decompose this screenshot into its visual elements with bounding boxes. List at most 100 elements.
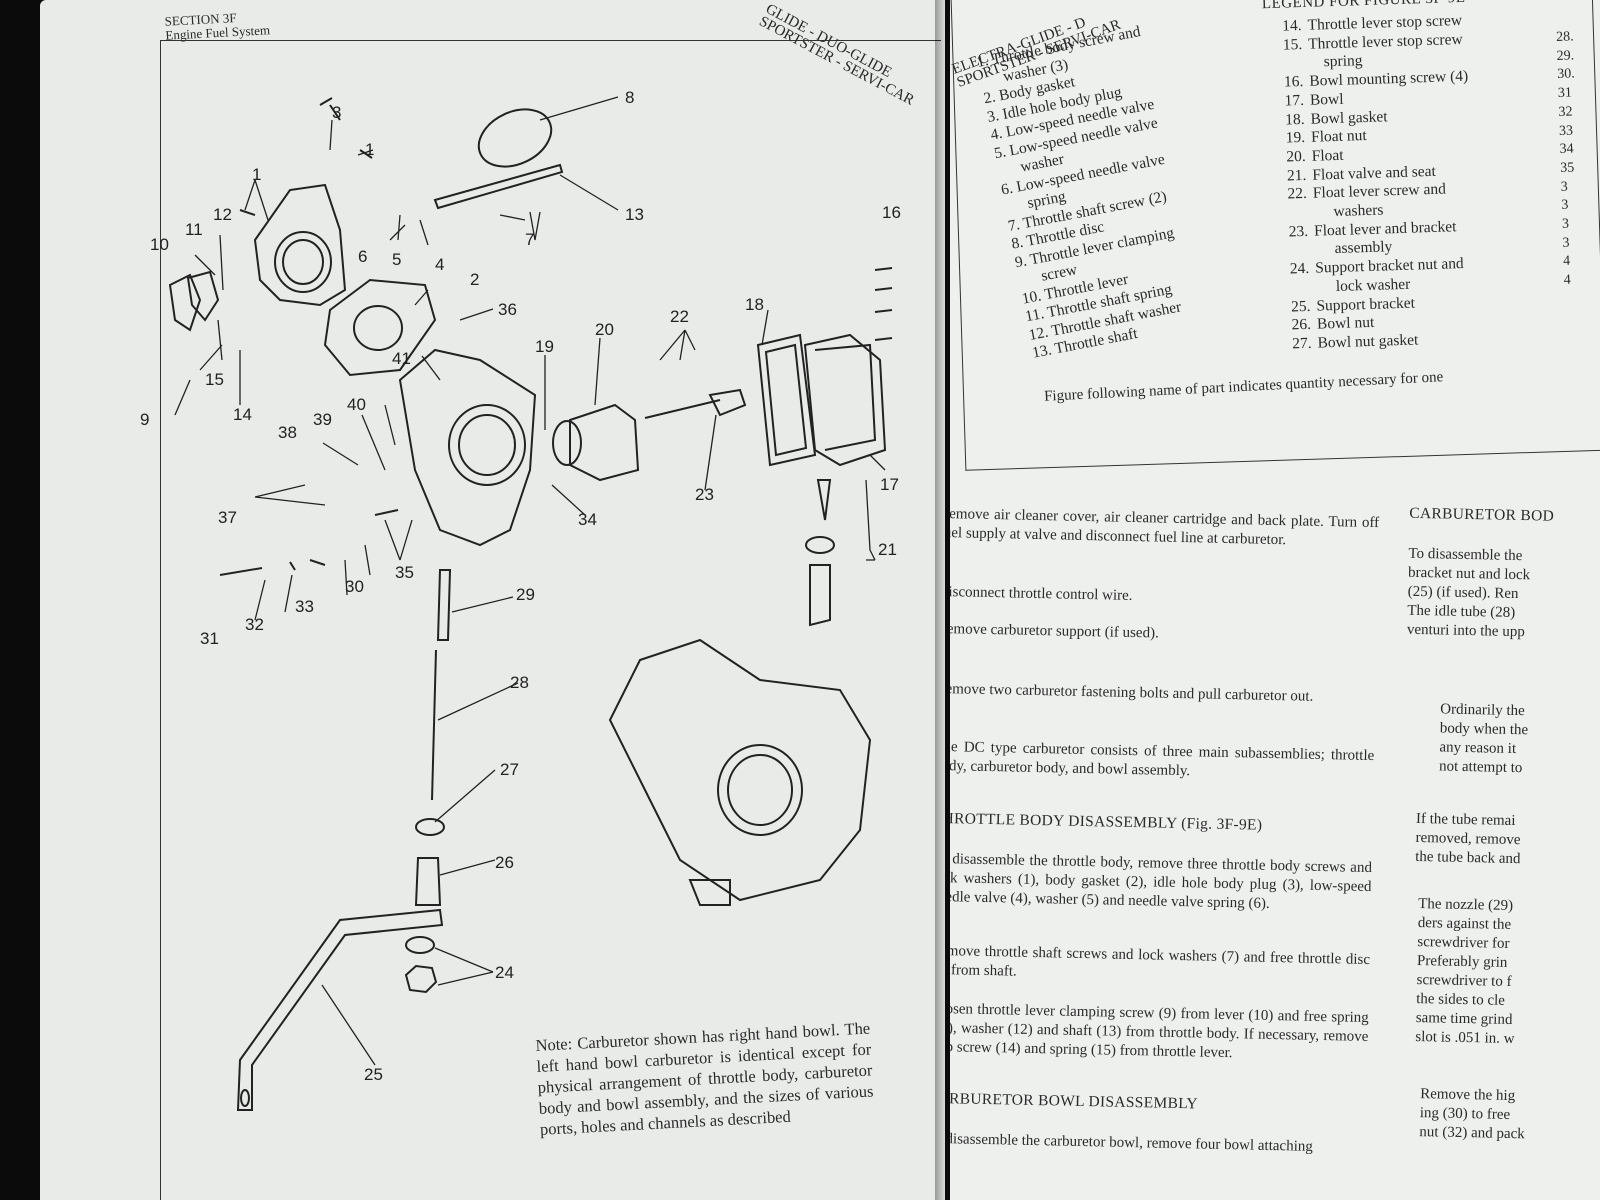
callout-30: 30 [345, 577, 364, 596]
text-line: venturi into the upp [1406, 621, 1525, 641]
text-line: the tube back and [1414, 848, 1521, 868]
legend-edge-item: 32 [1558, 104, 1573, 120]
bowl-gasket-part [756, 333, 817, 467]
text-line: nut (32) and pack [1419, 1124, 1525, 1143]
callout-23: 23 [695, 485, 714, 504]
throttle-lever-part [168, 273, 202, 332]
paragraph: Remove carburetor support (if used). [950, 620, 1159, 642]
throttle-disc-part [477, 108, 553, 168]
callout-6: 6 [358, 247, 367, 266]
callout-41: 41 [392, 349, 411, 368]
callout-11: 11 [185, 220, 203, 239]
legend-edge-item: 34 [1559, 141, 1574, 158]
column-2-paragraph: The nozzle (29) ders against the screwdr… [1415, 895, 1600, 1051]
callout-22: 22 [670, 307, 689, 326]
legend-edge-item: 30. [1557, 66, 1576, 83]
callout-36: 36 [498, 300, 517, 319]
legend-left-column: 1. Throttle body screw and washer (3) 2.… [975, 4, 1299, 364]
callout-20: 20 [595, 320, 614, 339]
paragraph: The DC type carburetor consists of three… [950, 738, 1375, 780]
text-line: slot is .051 in. w [1415, 1028, 1515, 1048]
callout-2: 2 [470, 270, 479, 289]
callout-13: 13 [625, 205, 644, 224]
callout-4: 4 [435, 255, 444, 274]
section-heading: THROTTLE BODY DISASSEMBLY (Fig. 3F-9E) [950, 809, 1263, 834]
nozzle-part [436, 569, 452, 641]
throttle-body-part [253, 183, 347, 307]
legend-edge-item: 28. [1555, 29, 1574, 45]
legend-edge-item: 3 [1562, 235, 1570, 251]
legend-edge-item: 31 [1557, 85, 1573, 102]
callout-7: 7 [525, 230, 534, 249]
legend-box: LEGEND FOR FIGURE 3F-9E 1. Throttle body… [950, 0, 1600, 471]
column-2-paragraph: Ordinarily the body when the any reason … [1439, 700, 1600, 780]
callout-18: 18 [745, 295, 764, 314]
carburetor-body-part [398, 348, 537, 547]
paragraph: Disconnect throttle control wire. [950, 583, 1133, 604]
callout-35: 35 [395, 563, 414, 582]
paragraph: To disassemble the carburetor bowl, remo… [950, 1130, 1313, 1155]
legend-right-column: 14.Throttle lever stop screw 15.Throttle… [1267, 8, 1597, 355]
callout-14: 14 [233, 405, 252, 424]
callout-10: 10 [150, 235, 169, 254]
legend-edge-item: 29. [1556, 48, 1575, 64]
throttle-shaft-part [433, 163, 564, 210]
callout-31: 31 [200, 629, 219, 648]
callout-39: 39 [313, 410, 332, 429]
callout-38: 38 [278, 423, 297, 442]
column-2-paragraph: To disassemble the bracket nut and lock … [1407, 545, 1599, 644]
callout-29: 29 [516, 585, 535, 604]
text-line: not attempt to [1438, 758, 1523, 777]
legend-edge-item: 3 [1561, 216, 1570, 232]
legend-title: LEGEND FOR FIGURE 3F-9E [1261, 0, 1466, 13]
column-2-paragraph: If the tube remai removed, remove the tu… [1415, 810, 1600, 871]
legend-edge-item: 3 [1560, 179, 1569, 195]
paragraph: Remove throttle shaft screws and lock wa… [950, 942, 1371, 980]
idle-tube-part [431, 649, 437, 801]
paragraph: To disassemble the throttle body, remove… [950, 850, 1373, 912]
right-page: ELECTRA-GLIDE - D SPORTSTER - SERVI-CAR … [950, 0, 1600, 1200]
callout-8: 8 [625, 88, 634, 107]
assembled-carburetor-part [608, 638, 872, 902]
callout-15: 15 [205, 370, 224, 389]
callout-1b: 1 [365, 140, 374, 159]
bowl-nut-part [414, 857, 442, 906]
section-heading: CARBURETOR BOD [1409, 504, 1555, 525]
diagram-frame [160, 40, 941, 1200]
callout-28: 28 [510, 673, 529, 692]
callout-34: 34 [578, 510, 597, 529]
callout-37: 37 [218, 508, 237, 527]
column-2-paragraph: Remove the hig ing (30) to free nut (32)… [1419, 1085, 1600, 1146]
callout-33: 33 [295, 597, 314, 616]
legend-edge-item: 33 [1558, 123, 1574, 139]
paragraph: Loosen throttle lever clamping screw (9)… [950, 1000, 1369, 1062]
float-valve-part [816, 479, 832, 521]
callout-1: 1 [252, 165, 261, 184]
callout-12: 12 [213, 205, 232, 224]
callout-27: 27 [500, 760, 519, 779]
legend-edge-item: 4 [1562, 254, 1571, 270]
legend-edge-item: 4 [1563, 272, 1571, 289]
callout-17: 17 [880, 475, 899, 494]
callout-3: 3 [332, 103, 341, 122]
support-nut-part [404, 964, 438, 994]
paragraph: Remove air cleaner cover, air cleaner ca… [950, 505, 1380, 549]
legend-edge-item: 35 [1559, 160, 1575, 176]
paragraph: Remove two carburetor fastening bolts an… [950, 680, 1314, 705]
callout-19: 19 [535, 337, 554, 356]
callout-9: 9 [140, 410, 149, 429]
diagram-note: Note: Carburetor shown has right hand bo… [535, 1018, 874, 1139]
section-heading: CARBURETOR BOWL DISASSEMBLY [950, 1089, 1199, 1113]
bowl-part [803, 333, 887, 467]
carburetor-exploded-diagram: 8 13 3 1 1 12 11 10 6 5 4 7 2 36 41 15 1… [140, 88, 901, 1111]
callout-25: 25 [364, 1065, 383, 1084]
left-page: SECTION 3F Engine Fuel System GLIDE - DU… [40, 0, 945, 1200]
callout-26: 26 [495, 853, 514, 872]
support-washer-part [405, 936, 435, 954]
callout-24: 24 [495, 963, 514, 982]
callout-16: 16 [882, 203, 901, 222]
support-bracket-part [236, 908, 444, 1111]
callout-32: 32 [245, 615, 264, 634]
legend-footnote: Figure following name of part indicates … [1043, 369, 1444, 405]
legend-edge-item: 3 [1561, 198, 1569, 214]
